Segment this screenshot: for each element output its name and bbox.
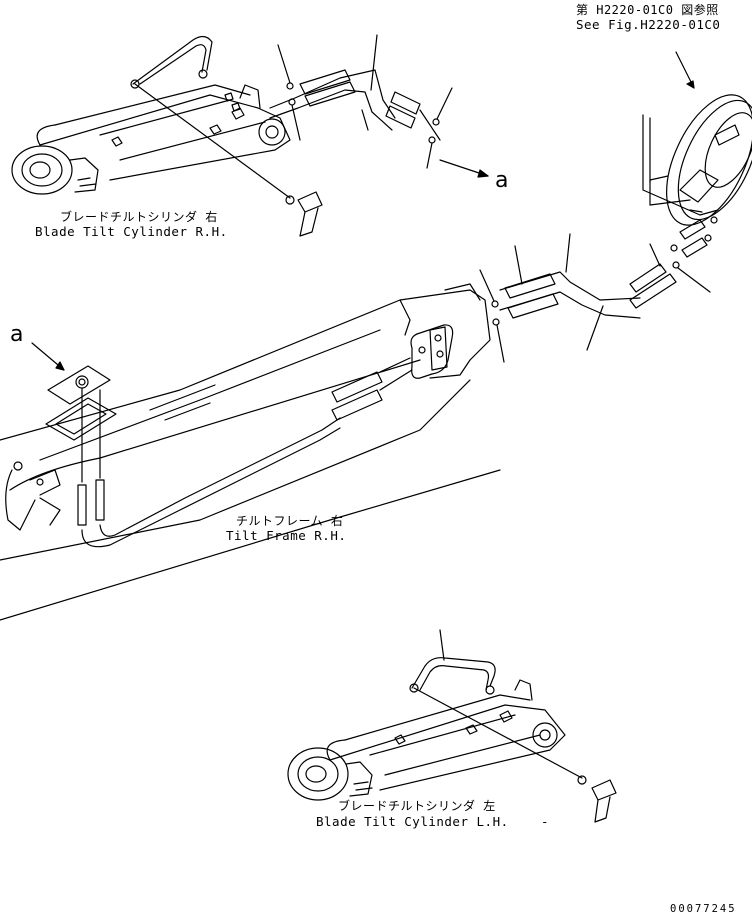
upper-hose-assembly <box>269 34 489 178</box>
tilt-frame-rh <box>0 283 501 621</box>
callout-a-left: a <box>10 322 24 347</box>
cylinder-lh-label-jp: ブレードチルトシリンダ 左 <box>338 799 496 813</box>
blade-tilt-cylinder-rh <box>11 35 323 237</box>
drawing-number: 00077245 <box>670 903 737 915</box>
cylinder-rh-label-en: Blade Tilt Cylinder R.H. <box>35 224 228 239</box>
reference-jp: 第 H2220-01C0 図参照 <box>576 3 719 17</box>
tilt-frame-label-en: Tilt Frame R.H. <box>226 528 347 543</box>
reference-en: See Fig.H2220-01C0 <box>576 17 721 32</box>
blade-tilt-cylinder-lh <box>287 629 617 823</box>
tilt-frame-label-jp: チルトフレーム 右 <box>236 514 344 528</box>
cylinder-rh-label-jp: ブレードチルトシリンダ 右 <box>60 210 218 224</box>
dash-mark: - <box>541 814 550 829</box>
valve-assembly <box>642 51 752 226</box>
middle-hose-assembly <box>479 216 718 363</box>
cylinder-lh-label-en: Blade Tilt Cylinder L.H. <box>316 814 509 829</box>
callout-a-upper: a <box>495 168 509 193</box>
